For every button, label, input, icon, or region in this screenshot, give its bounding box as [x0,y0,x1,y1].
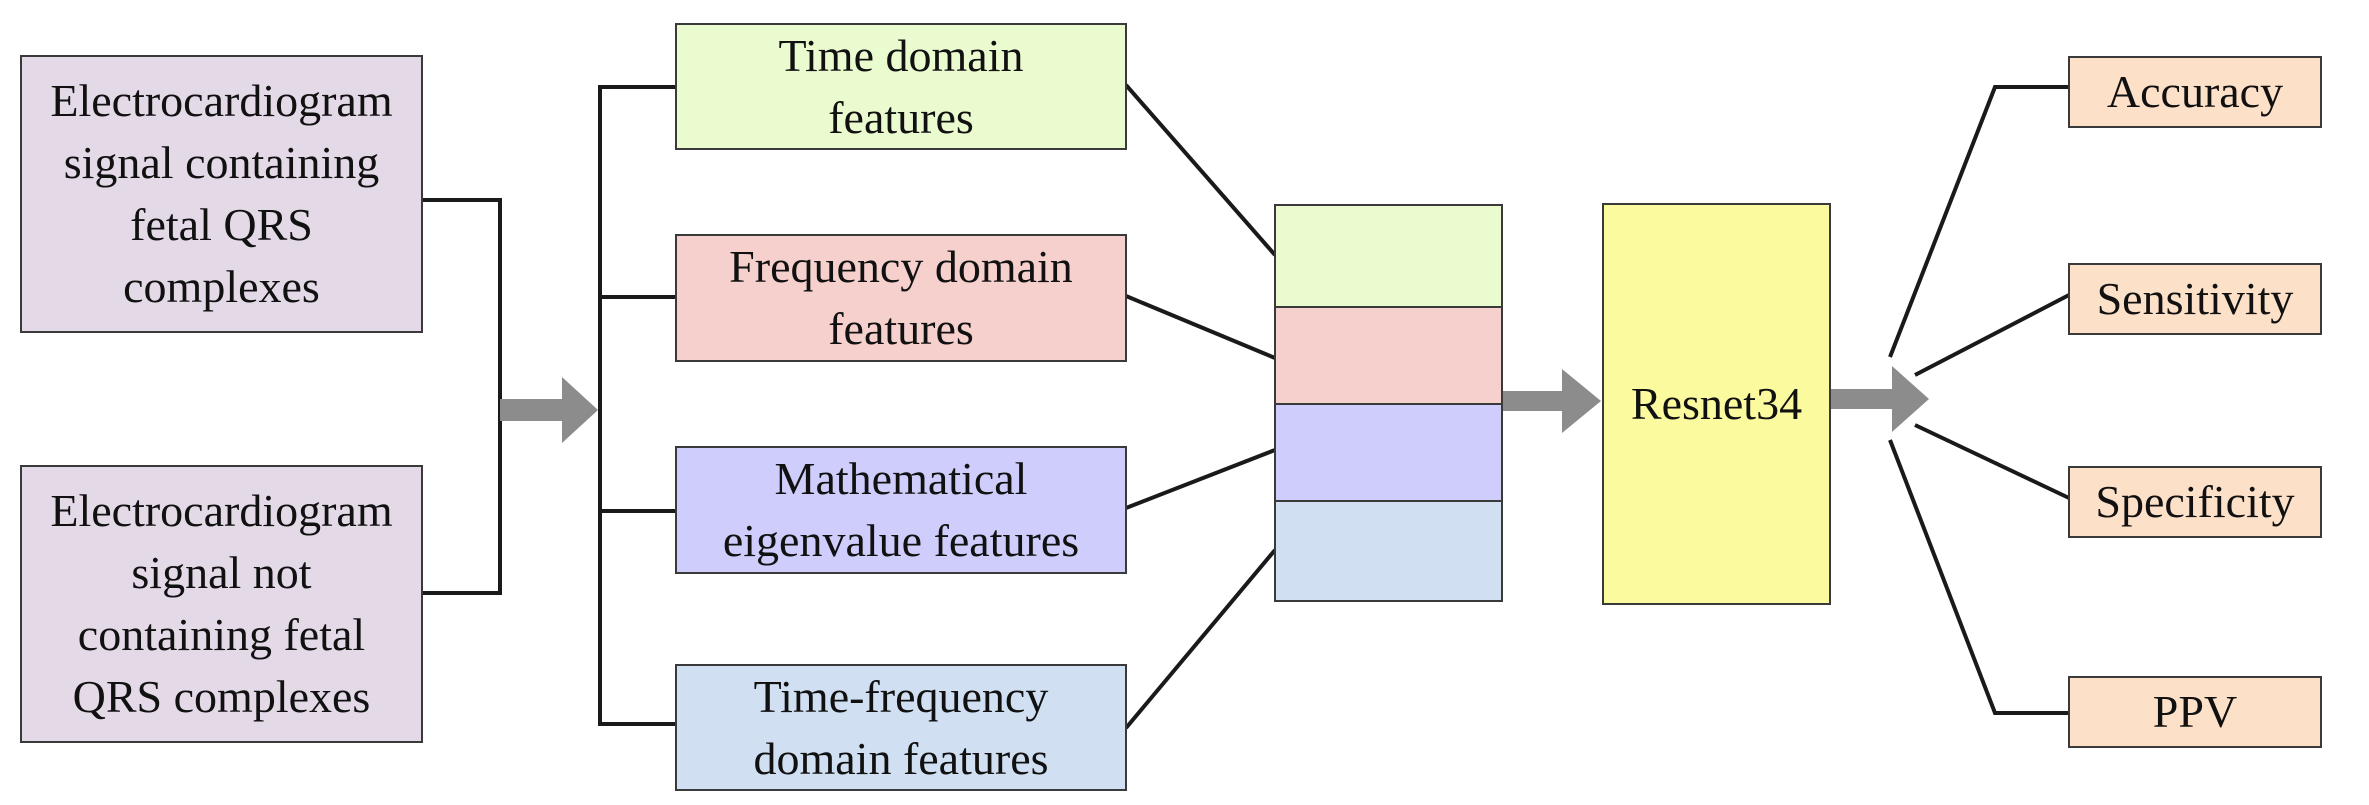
metric-connector-ppv [1888,439,2069,715]
stack-segment-mathematical [1274,403,1503,502]
feature-time-frequency: Time-frequency domain features [675,664,1127,791]
input-fetal-qrs: Electrocardiogram signal containing feta… [20,55,423,333]
feature-time-frequency-label: Time-frequency domain features [753,670,1049,784]
metric-specificity: Specificity [2068,466,2322,538]
feature-time-domain: Time domain features [675,23,1127,150]
metric-sensitivity-label: Sensitivity [2096,273,2294,324]
connector-freq [1125,294,1276,360]
metric-ppv-label: PPV [2152,686,2238,737]
stack-segment-frequency [1274,306,1503,405]
feature-mathematical-eigenvalue-label: Mathematical eigenvalue features [722,453,1080,566]
metric-connector-sensitivity [1914,293,2070,377]
arrow-to-model [1502,369,1601,433]
input-no-fetal-qrs-label: Electrocardiogram signal not containing … [50,485,393,722]
feature-mathematical-eigenvalue: Mathematical eigenvalue features [675,446,1127,574]
metric-ppv: PPV [2068,676,2322,748]
metric-sensitivity: Sensitivity [2068,263,2322,335]
metric-specificity-label: Specificity [2095,476,2295,527]
connector-tf [1124,548,1277,730]
arrow-to-features [500,377,598,443]
connector-math [1125,448,1276,510]
model-resnet34: Resnet34 [1602,203,1831,605]
feature-bracket [598,85,676,726]
stack-segment-time-frequency [1274,500,1503,602]
arrow-to-metrics [1831,366,1929,432]
feature-time-domain-label: Time domain features [778,29,1024,143]
metric-connector-specificity [1914,423,2070,500]
metric-accuracy-label: Accuracy [2106,66,2284,117]
metric-accuracy: Accuracy [2068,56,2322,128]
input-fetal-qrs-label: Electrocardiogram signal containing feta… [50,75,393,312]
feature-frequency-domain: Frequency domain features [675,234,1127,362]
feature-frequency-domain-label: Frequency domain features [729,241,1073,354]
input-connector [421,198,502,595]
model-label: Resnet34 [1630,378,1803,429]
metric-connector-accuracy [1888,85,2069,358]
stack-segment-time [1274,204,1503,308]
input-no-fetal-qrs: Electrocardiogram signal not containing … [20,465,423,743]
connector-time [1124,83,1277,257]
